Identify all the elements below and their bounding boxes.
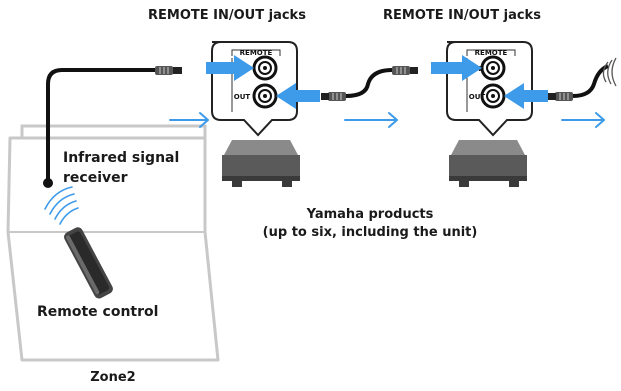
right-panel-header: REMOTE — [475, 49, 508, 57]
right-in-arrow — [431, 55, 482, 81]
remote-control-icon — [64, 227, 113, 299]
remote-control-label: Remote control — [37, 304, 159, 320]
receiver-label: Infrared signal receiver — [63, 150, 180, 186]
zone2-room — [6, 124, 220, 362]
daisy-chain-cable — [321, 66, 418, 101]
ir-signal-waves-icon — [44, 186, 79, 225]
left-remote-panel: REMOTE IN OUT — [211, 41, 298, 137]
zone2-label: Zone2 — [90, 370, 136, 385]
right-jacks-label: REMOTE IN/OUT jacks — [383, 8, 541, 23]
products-label: Yamaha products (up to six, including th… — [262, 207, 478, 240]
right-out-arrow — [504, 83, 548, 109]
flow-arrows — [169, 112, 605, 128]
signal-arrows — [206, 55, 548, 109]
yamaha-device-right — [449, 140, 527, 187]
yamaha-device-left — [222, 140, 300, 187]
left-in-arrow — [206, 55, 254, 81]
left-jacks-label: REMOTE IN/OUT jacks — [148, 8, 306, 23]
left-out-arrow — [276, 83, 320, 109]
receiver-cable — [43, 66, 182, 188]
left-panel-header: REMOTE — [240, 49, 273, 57]
right-out-label: OUT — [469, 93, 486, 101]
left-out-label: OUT — [234, 93, 251, 101]
outgoing-cable — [548, 57, 617, 101]
